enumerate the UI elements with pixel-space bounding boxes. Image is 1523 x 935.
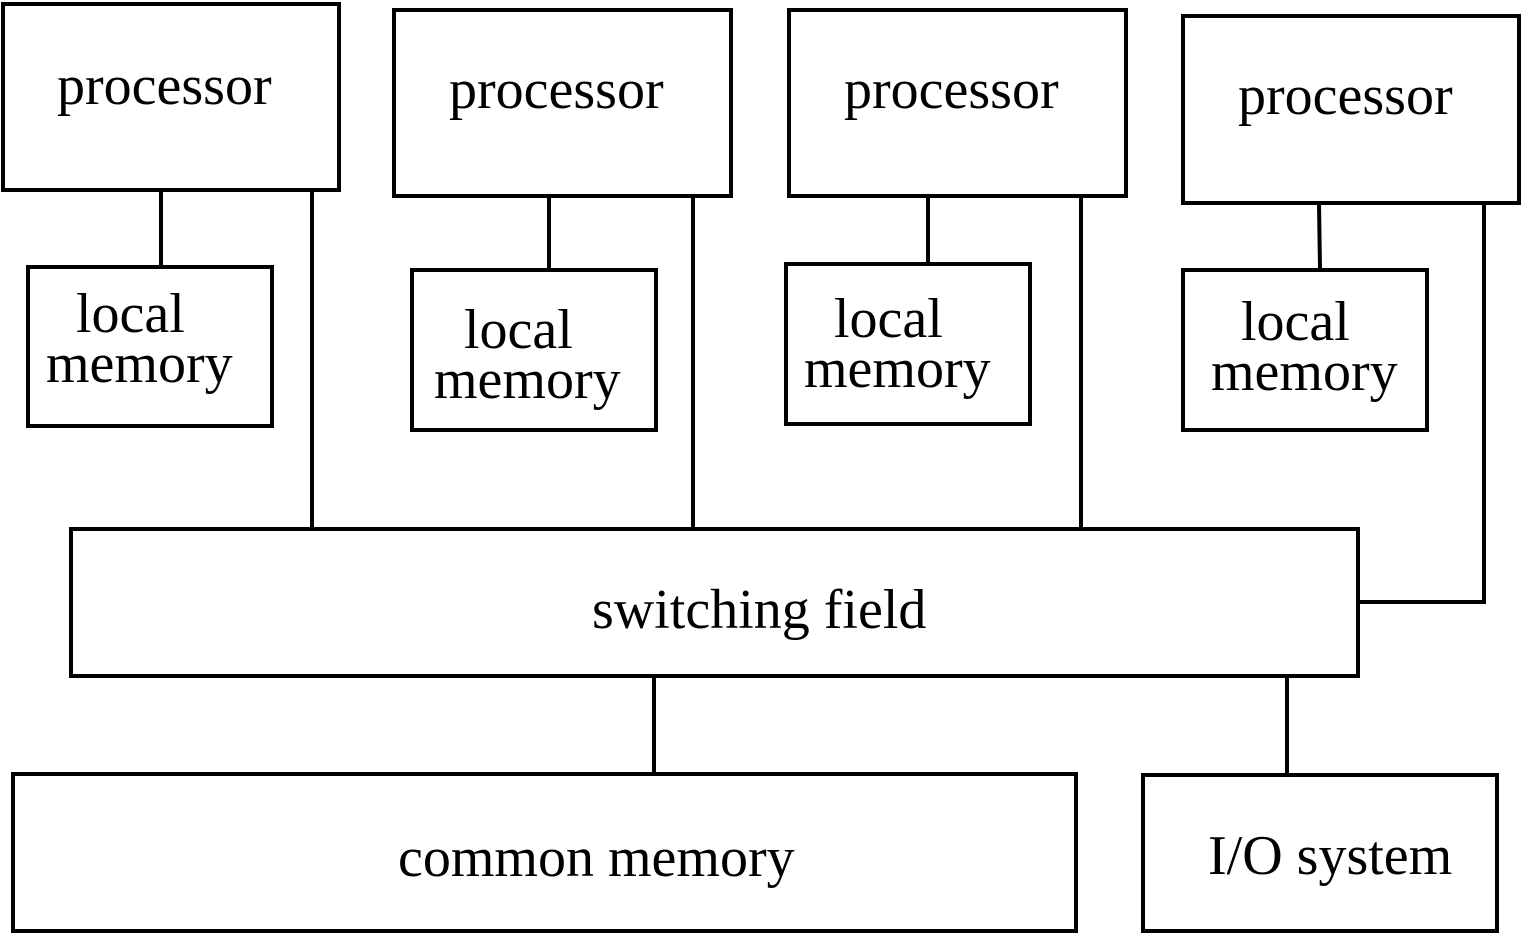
processor-label-4: processor <box>1238 65 1453 127</box>
local-memory-label-2: local memory <box>434 299 621 411</box>
local-memory-label-2-line1: local <box>464 299 573 361</box>
switching-field-box <box>69 527 1360 678</box>
wire-p4-local-memory <box>1317 202 1322 270</box>
common-memory-label: common memory <box>398 827 795 889</box>
switching-field-label: switching field <box>592 579 927 641</box>
processor-box-1 <box>1 2 341 192</box>
local-memory-label-4: local memory <box>1211 291 1398 403</box>
local-memory-box-1 <box>26 265 274 428</box>
processor-box-3 <box>787 8 1128 198</box>
processor-box-4 <box>1181 14 1521 205</box>
local-memory-label-4-line1: local <box>1241 291 1350 353</box>
local-memory-box-2 <box>410 268 658 432</box>
local-memory-label-1-line1: local <box>76 283 185 345</box>
io-system-label: I/O system <box>1208 825 1453 887</box>
processor-label-1: processor <box>57 55 272 117</box>
local-memory-label-1-line2: memory <box>46 333 233 395</box>
processor-label-2: processor <box>449 59 664 121</box>
local-memory-label-4-line2: memory <box>1211 341 1398 403</box>
local-memory-box-3 <box>784 262 1032 426</box>
processor-box-2 <box>392 8 733 198</box>
io-system-box <box>1141 773 1499 933</box>
local-memory-label-3: local memory <box>804 288 991 400</box>
local-memory-label-2-line2: memory <box>434 349 621 411</box>
local-memory-label-3-line2: memory <box>804 338 991 400</box>
local-memory-label-3-line1: local <box>834 288 943 350</box>
local-memory-box-4 <box>1181 268 1429 432</box>
wire-p4-switching-field <box>1358 203 1486 604</box>
local-memory-label-1: local memory <box>46 283 233 395</box>
common-memory-box <box>11 772 1078 933</box>
processor-label-3: processor <box>844 59 1059 121</box>
